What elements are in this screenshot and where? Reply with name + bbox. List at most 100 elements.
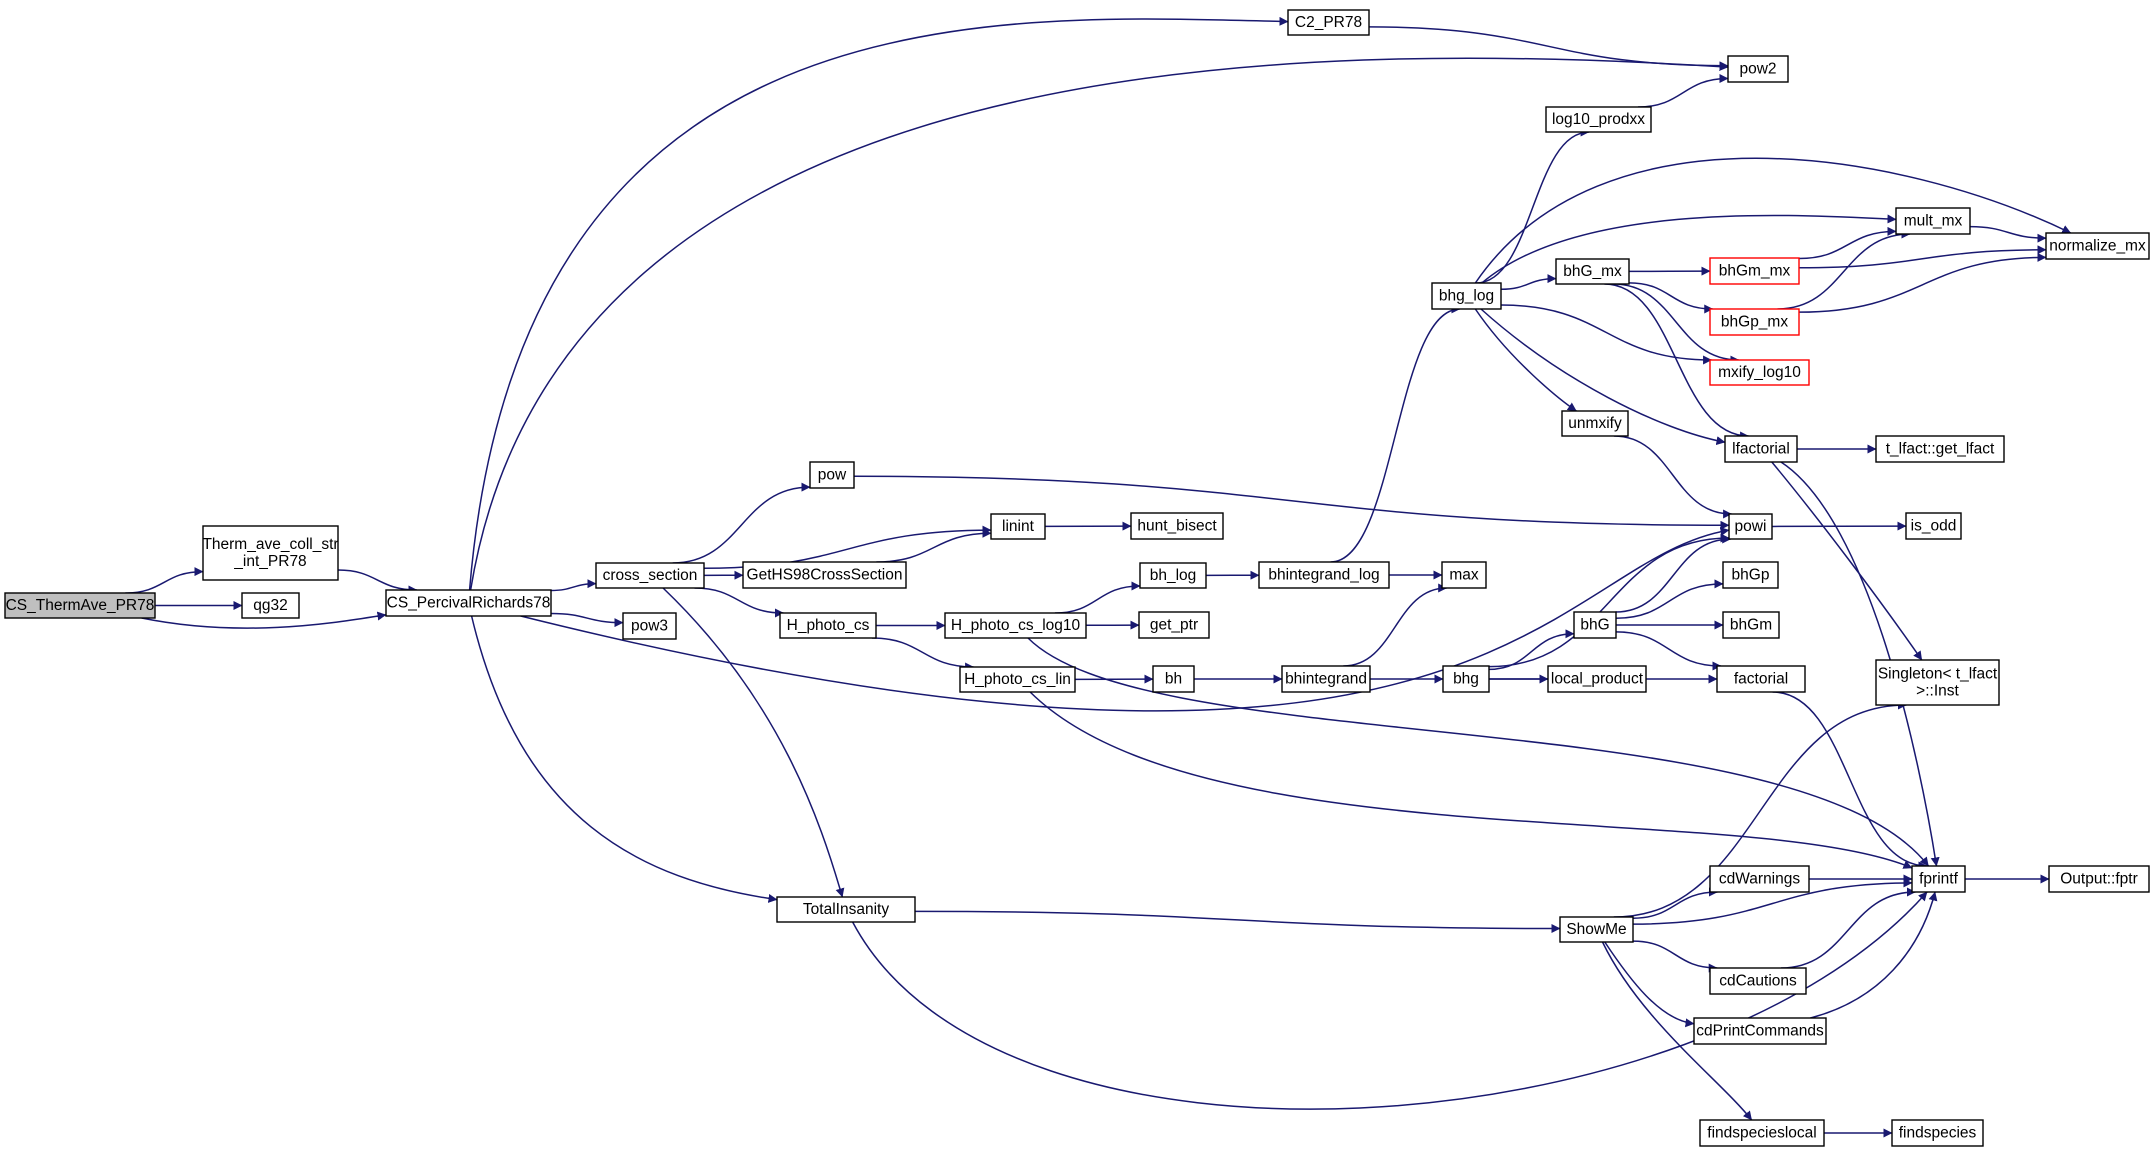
node-bh-log[interactable]: bh_log [1139, 562, 1207, 589]
node-cdwarnings[interactable]: cdWarnings [1709, 865, 1810, 893]
node-box [1895, 207, 1971, 235]
node-bhGp[interactable]: bhGp [1722, 561, 1779, 589]
node-pow2[interactable]: pow2 [1727, 55, 1789, 83]
node-label: findspecieslocal [1707, 1125, 1816, 1142]
node-box [622, 612, 677, 640]
node-label: bhG [1580, 617, 1609, 634]
node-mult-mx[interactable]: mult_mx [1895, 207, 1971, 235]
node-powi[interactable]: powi [1728, 513, 1773, 540]
node-box [776, 896, 916, 923]
node-label: bhintegrand [1285, 671, 1367, 688]
node-label: mxify_log10 [1718, 364, 1801, 381]
node-get-ptr[interactable]: get_ptr [1138, 611, 1210, 639]
node-t-lfact-get[interactable]: t_lfact::get_lfact [1875, 435, 2005, 463]
node-lfactorial[interactable]: lfactorial [1724, 435, 1798, 463]
node-box [1547, 665, 1647, 693]
edge-h_photo_cs-to-h_photo_cs_lin [871, 637, 975, 672]
node-mxify-log10[interactable]: mxify_log10 [1709, 359, 1810, 386]
node-bhintegrand-log[interactable]: bhintegrand_log [1258, 561, 1390, 589]
node-c2-pr78[interactable]: C2_PR78 [1287, 9, 1370, 36]
node-label: is_odd [1911, 518, 1957, 535]
node-label: lfactorial [1732, 441, 1790, 458]
edge-bhG-to-bhGp [1615, 579, 1724, 619]
node-linint[interactable]: linint [990, 513, 1046, 540]
node-label: bhGm_mx [1719, 263, 1791, 280]
node-bhgm-mx[interactable]: bhGm_mx [1709, 257, 1800, 285]
node-cs-percival[interactable]: CS_PercivalRichards78 [385, 589, 552, 617]
node-box [2048, 865, 2150, 893]
node-label: Singleton< t_lfact [1878, 666, 1998, 683]
node-cdprintcommands[interactable]: cdPrintCommands [1693, 1017, 1827, 1045]
node-box [1559, 916, 1634, 943]
node-label: t_lfact::get_lfact [1886, 441, 1995, 458]
node-box [385, 589, 552, 617]
node-factorial[interactable]: factorial [1716, 665, 1806, 693]
node-normalize-mx[interactable]: normalize_mx [2045, 232, 2150, 260]
node-box [1442, 665, 1490, 693]
node-bhg[interactable]: bhg [1442, 665, 1490, 693]
node-cross-section[interactable]: cross_section [595, 562, 705, 589]
node-h-photo-cs-lin[interactable]: H_photo_cs_lin [959, 666, 1076, 693]
node-bhgp-mx[interactable]: bhGp_mx [1709, 308, 1800, 336]
edge-cdprintcommands-to-fprintf [1810, 891, 1938, 1019]
node-label: TotalInsanity [803, 901, 889, 918]
node-log10-prodxx[interactable]: log10_prodxx [1545, 106, 1652, 133]
edge-cs_percival-to-cross_section [550, 579, 597, 592]
edge-cs_percival-to-pow3 [550, 612, 624, 628]
edge-bhintegrand-to-max [1343, 583, 1448, 667]
edge-bhgm_mx-to-normalize_mx [1798, 245, 2047, 269]
node-box [1911, 865, 1966, 893]
edge-c2_pr78-to-pow2 [1368, 26, 1729, 71]
edge-bhintegrand_log-to-bhg_log [1330, 304, 1461, 563]
edge-bhg_mx-to-mxify_log10 [1613, 283, 1740, 365]
node-bhintegrand[interactable]: bhintegrand [1281, 665, 1371, 693]
node-totalinsanity[interactable]: TotalInsanity [776, 896, 916, 923]
edge-bhgm_mx-to-mult_mx [1798, 226, 1897, 260]
node-is-odd[interactable]: is_odd [1905, 512, 1962, 540]
node-pow3[interactable]: pow3 [622, 612, 677, 640]
node-local-product[interactable]: local_product [1547, 665, 1647, 693]
node-label: CS_ThermAve_PR78 [6, 597, 155, 614]
node-label: H_photo_cs [787, 617, 870, 634]
node-label: _int_PR78 [233, 553, 306, 570]
node-h-photo-cs[interactable]: H_photo_cs [779, 612, 877, 639]
node-label: pow2 [1739, 61, 1776, 78]
node-h-photo-cs-log10[interactable]: H_photo_cs_log10 [944, 612, 1087, 639]
node-cdcautions[interactable]: cdCautions [1709, 967, 1807, 995]
node-findspecies[interactable]: findspecies [1891, 1119, 1984, 1147]
node-box [1709, 257, 1800, 285]
node-label: cross_section [603, 567, 698, 584]
node-bhg-mx[interactable]: bhG_mx [1555, 258, 1630, 285]
node-bhG[interactable]: bhG [1573, 611, 1617, 639]
edge-bhg_log-to-lfactorial [1480, 308, 1726, 446]
node-qg32[interactable]: qg32 [241, 592, 300, 619]
node-bh[interactable]: bh [1152, 665, 1195, 693]
node-label: ShowMe [1566, 921, 1626, 938]
node-box [1431, 282, 1502, 310]
node-unmxify[interactable]: unmxify [1561, 410, 1629, 437]
node-fprintf[interactable]: fprintf [1911, 865, 1966, 893]
edge-bhg_log-to-bhg_mx [1500, 274, 1557, 291]
edge-log10_prodxx-to-pow2 [1637, 74, 1729, 108]
node-geths98[interactable]: GetHS98CrossSection [742, 561, 907, 589]
node-box [1281, 665, 1371, 693]
node-box [1699, 1119, 1825, 1147]
node-singleton[interactable]: Singleton< t_lfact>::Inst [1875, 659, 2000, 706]
node-cs-thermave[interactable]: CS_ThermAve_PR78 [4, 592, 156, 619]
node-bhg-log[interactable]: bhg_log [1431, 282, 1502, 310]
node-bhGm[interactable]: bhGm [1722, 611, 1780, 639]
node-hunt-bisect[interactable]: hunt_bisect [1130, 512, 1224, 540]
node-therm-ave[interactable]: Therm_ave_coll_str_int_PR78 [202, 525, 339, 581]
node-showme[interactable]: ShowMe [1559, 916, 1634, 943]
node-label: linint [1002, 518, 1035, 535]
edge-cs_thermave-to-cs_percival [141, 611, 387, 629]
node-pow[interactable]: pow [809, 461, 855, 489]
node-label: normalize_mx [2049, 238, 2146, 255]
node-box [1728, 513, 1773, 540]
node-output-fptr[interactable]: Output::fptr [2048, 865, 2150, 893]
edge-showme-to-cdprintcommands [1604, 941, 1695, 1028]
node-box [1555, 258, 1630, 285]
node-findspecieslocal[interactable]: findspecieslocal [1699, 1119, 1825, 1147]
node-max[interactable]: max [1441, 561, 1487, 589]
node-box [1724, 435, 1798, 463]
